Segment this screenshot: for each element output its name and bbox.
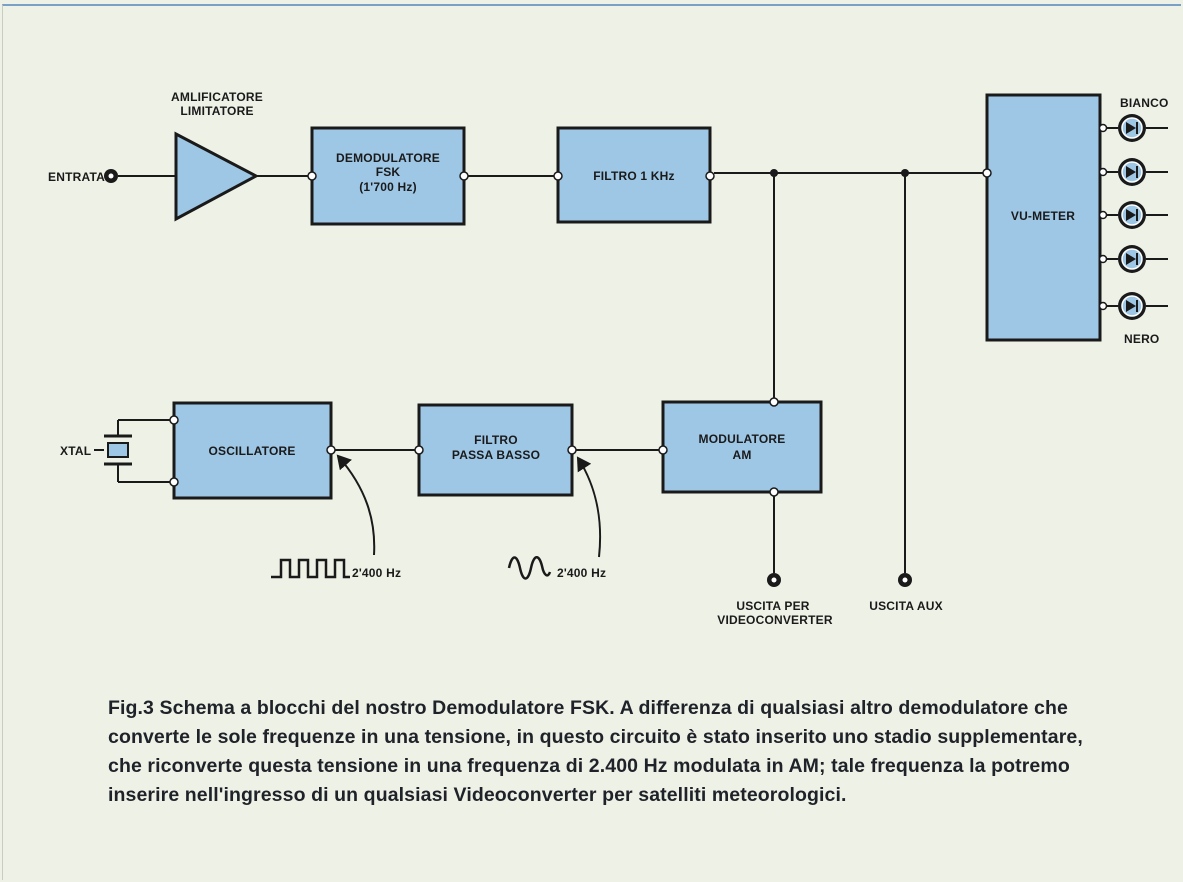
demodulatore-label-1: DEMODULATORE xyxy=(336,151,440,165)
demodulatore-label-3: (1'700 Hz) xyxy=(359,180,417,194)
amplifier-label-1: AMLIFICATORE xyxy=(171,90,263,104)
amplifier-triangle-icon xyxy=(174,131,260,222)
sine-wave-icon xyxy=(507,556,552,580)
filtro-pb-label-2: PASSA BASSO xyxy=(452,448,540,462)
led-icon xyxy=(1098,158,1168,186)
nero-label: NERO xyxy=(1124,332,1159,346)
vumeter-label: VU-METER xyxy=(1011,209,1075,223)
filtro-passa-basso-block: FILTRO PASSA BASSO xyxy=(414,403,577,497)
bianco-label: BIANCO xyxy=(1120,96,1169,110)
led-icon xyxy=(1098,292,1168,320)
xtal-label: XTAL xyxy=(60,444,91,458)
demodulatore-label-2: FSK xyxy=(376,165,401,179)
sine-wave-annotation: 2'400 Hz xyxy=(507,456,606,580)
modulatore-label-2: AM xyxy=(732,448,751,462)
amplifier-limiter: AMLIFICATORE LIMITATORE xyxy=(171,90,263,222)
uscita-aux-label: USCITA AUX xyxy=(869,599,943,613)
uscita-video-label-1: USCITA PER xyxy=(736,599,809,613)
modulatore-label-1: MODULATORE xyxy=(699,432,786,446)
entrata-label: ENTRATA xyxy=(48,170,105,184)
square-wave-arrow xyxy=(336,454,376,556)
uscita-videoconverter-terminal: USCITA PER VIDEOCONVERTER xyxy=(717,573,833,627)
figure-caption: Fig.3 Schema a blocchi del nostro Demodu… xyxy=(108,697,1083,806)
led-icon xyxy=(1098,114,1168,142)
filtro1k-label: FILTRO 1 KHz xyxy=(593,169,675,183)
filtro-pb-label-1: FILTRO xyxy=(474,433,518,447)
oscillatore-label: OSCILLATORE xyxy=(208,444,295,458)
led-icon xyxy=(1098,245,1168,273)
sine-wave-arrow xyxy=(576,456,602,558)
modulatore-am-block: MODULATORE AM xyxy=(658,397,823,497)
oscillatore-block: OSCILLATORE xyxy=(169,401,336,500)
demodulatore-fsk-block: DEMODULATORE FSK (1'700 Hz) xyxy=(307,126,469,226)
figure-frame xyxy=(2,4,1181,880)
filtro-1khz-block: FILTRO 1 KHz xyxy=(553,126,715,224)
led-outputs xyxy=(1098,114,1168,320)
square-wave-label: 2'400 Hz xyxy=(352,566,401,580)
uscita-video-label-2: VIDEOCONVERTER xyxy=(717,613,833,627)
vumeter-block: VU-METER BIANCO NERO xyxy=(982,93,1169,346)
square-wave-icon xyxy=(271,558,350,579)
sine-wave-label: 2'400 Hz xyxy=(557,566,606,580)
led-icon xyxy=(1098,201,1168,229)
amplifier-label-2: LIMITATORE xyxy=(180,104,253,118)
uscita-aux-terminal: USCITA AUX xyxy=(869,573,943,613)
entrata-terminal: ENTRATA xyxy=(48,169,118,184)
xtal-crystal: XTAL xyxy=(60,419,174,483)
square-wave-annotation: 2'400 Hz xyxy=(271,454,401,580)
